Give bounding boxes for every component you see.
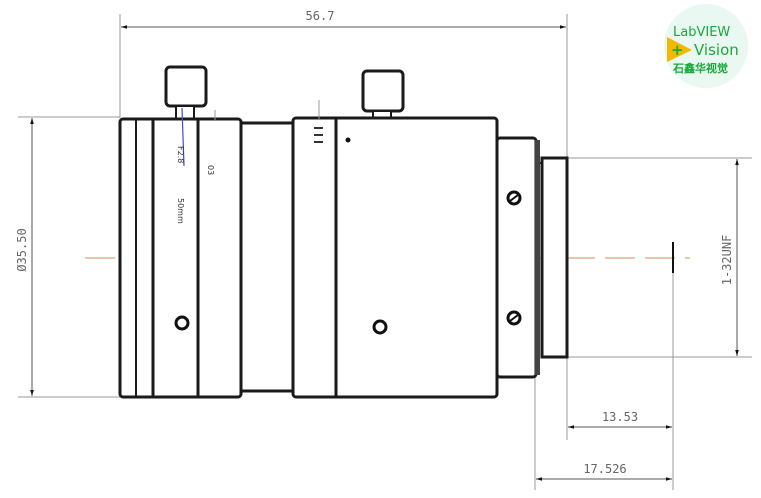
dim-flange-to-focal: 13.53: [568, 410, 672, 429]
dim-mount-to-focal: 17.526: [536, 462, 672, 481]
extension-lines: [18, 14, 752, 490]
svg-text:石鑫华视觉: 石鑫华视觉: [672, 61, 728, 75]
screw-hole-icon: [174, 315, 190, 331]
svg-text:17.526: 17.526: [583, 462, 626, 476]
aperture-lock-knob: [164, 65, 208, 120]
aperture-engraving: F2.8: [176, 146, 185, 163]
mount-screw-icon: [506, 190, 522, 206]
c-mount-thread: [540, 156, 569, 359]
screw-hole-icon: [372, 319, 388, 335]
dim-overall-length: 56.7: [121, 9, 566, 29]
ring-mark-engraving: 03: [206, 165, 215, 175]
dim-thread: 1-32UNF: [720, 159, 739, 356]
svg-text:56.7: 56.7: [306, 9, 335, 23]
focus-lock-knob: [361, 69, 405, 120]
svg-text:1-32UNF: 1-32UNF: [720, 235, 734, 286]
svg-text:LabVIEW: LabVIEW: [673, 25, 730, 40]
focal-length-engraving: 50mm: [176, 198, 185, 224]
mount-screw-icon: [506, 310, 522, 326]
dim-diameter: Ø35.50: [15, 118, 34, 396]
svg-text:13.53: 13.53: [602, 410, 638, 424]
focus-mark-engraving: [314, 127, 323, 143]
labview-vision-logo: LabVIEW + Vision 石鑫华视觉: [664, 4, 748, 88]
svg-text:Vision: Vision: [694, 41, 739, 59]
svg-text:+: +: [671, 41, 684, 59]
svg-text:Ø35.50: Ø35.50: [15, 228, 29, 271]
lens-body: [118, 100, 569, 399]
